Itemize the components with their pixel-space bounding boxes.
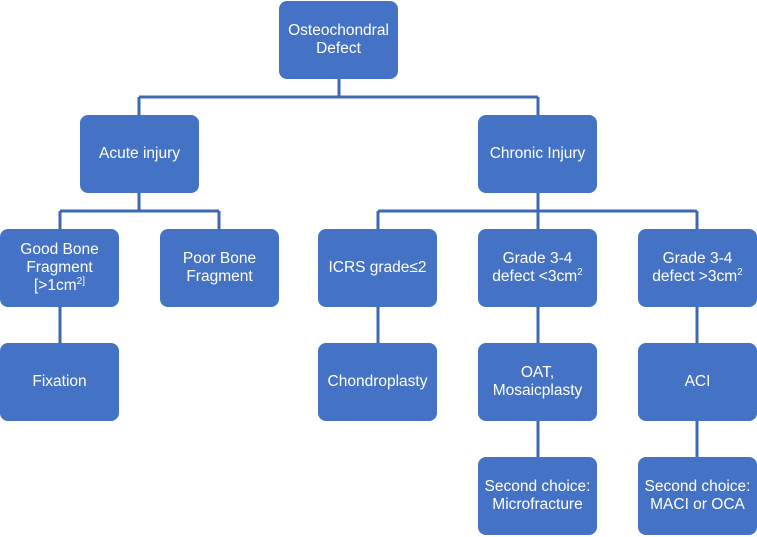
node-text: [>1cm [34, 277, 77, 294]
node-text: Grade 3-4 [662, 250, 733, 267]
node-text: Chronic Injury [489, 145, 586, 162]
node-text: Fixation [32, 373, 87, 390]
node-text: Fragment [186, 268, 253, 285]
superscript: 2] [76, 275, 85, 287]
node-text: Microfracture [492, 496, 583, 513]
node-text: ICRS grade≤2 [328, 259, 427, 276]
node-text: ACI [684, 373, 711, 390]
node-aci: ACI [638, 343, 757, 421]
node-text: OAT, [520, 364, 555, 381]
node-text: Second choice: [484, 478, 591, 495]
node-text: Fragment [26, 259, 93, 276]
node-text: Good Bone [20, 241, 99, 258]
node-text: defect >3cm [652, 268, 738, 285]
node-fixation: Fixation [0, 343, 119, 421]
connector-root [137, 79, 540, 115]
node-text: Chondroplasty [327, 373, 428, 390]
superscript: 2 [737, 266, 743, 278]
node-chondroplasty: Chondroplasty [318, 343, 437, 421]
superscript: 2 [577, 266, 583, 278]
node-text: Defect [316, 40, 361, 57]
node-text: MACI or OCA [650, 496, 745, 513]
connector-acute [58, 193, 221, 229]
connector-row4 [536, 421, 699, 457]
node-text: Acute injury [99, 145, 180, 162]
node-text: Second choice: [644, 478, 751, 495]
node-icrs-grade: ICRS grade≤2 [318, 229, 437, 307]
connector-chronic [376, 193, 699, 229]
node-text: defect <3cm [492, 268, 578, 285]
node-text: Osteochondral [288, 22, 389, 39]
node-text: Poor Bone [182, 250, 257, 267]
node-chronic-injury: Chronic Injury [478, 115, 597, 193]
node-acute-injury: Acute injury [80, 115, 199, 193]
connector-row3 [58, 307, 699, 343]
node-second-choice-maci-oca: Second choice:MACI or OCA [638, 457, 757, 535]
node-second-choice-microfracture: Second choice:Microfracture [478, 457, 597, 535]
node-text: Grade 3-4 [502, 250, 573, 267]
node-oat-mosaicplasty: OAT,Mosaicplasty [478, 343, 597, 421]
node-text: Mosaicplasty [492, 382, 583, 399]
